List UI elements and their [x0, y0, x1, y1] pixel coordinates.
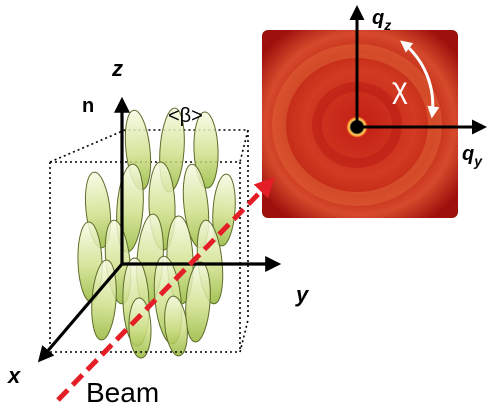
real-axes	[37, 96, 282, 363]
chi-label: χ	[392, 72, 408, 105]
crystallite-ellipsoid	[128, 297, 152, 359]
x-label: x	[7, 363, 21, 388]
crystallite-stack	[77, 107, 236, 359]
beam-label: Beam	[86, 377, 159, 408]
qy-label: qy	[462, 143, 483, 169]
crystallite-ellipsoid	[164, 295, 188, 357]
q-axes: qz qy	[349, 5, 487, 169]
box-bottom-right	[239, 319, 249, 353]
z-label: z	[111, 56, 123, 81]
crystallite-ellipsoid	[212, 173, 236, 247]
crystallite-ellipsoid	[193, 111, 219, 189]
beta-label: <β>	[168, 105, 203, 127]
n-label: n	[82, 95, 94, 117]
scattering-pattern: χ	[262, 30, 458, 218]
sample-box-front	[49, 162, 249, 353]
x-axis	[37, 262, 124, 363]
crystallite-ellipsoid	[185, 261, 211, 343]
chi-arc-arrow	[400, 40, 440, 119]
y-label: y	[295, 282, 310, 307]
qz-label: qz	[372, 7, 391, 33]
box-top-back	[49, 129, 250, 163]
beam-arrow	[56, 177, 275, 402]
